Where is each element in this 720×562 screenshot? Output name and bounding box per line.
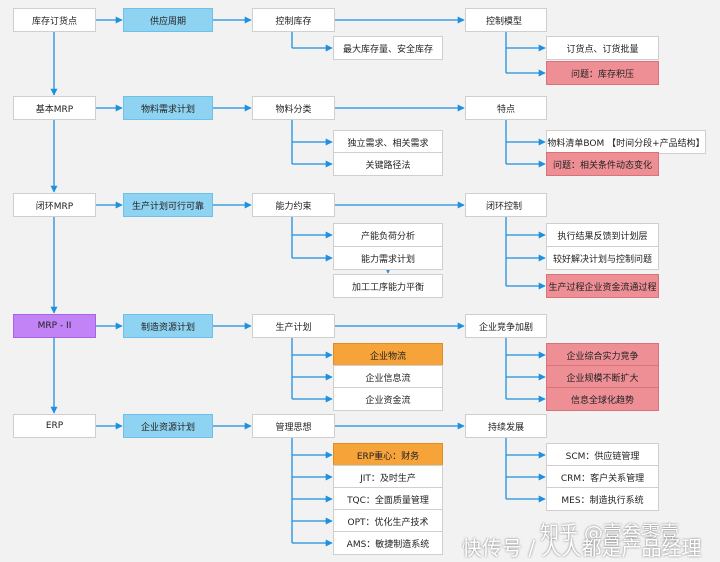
outcome-detail-crm: CRM：客户关系管理 xyxy=(546,465,659,489)
stage-outcome-competition: 企业竞争加剧 xyxy=(465,314,547,338)
outcome-detail-problem-overstock: 问题：库存积压 xyxy=(546,61,659,85)
outcome-detail-plan-control: 较好解决计划与控制问题 xyxy=(546,246,659,270)
focus-detail-critical-path: 关键路径法 xyxy=(333,152,443,176)
focus-detail-logistics: 企业物流 xyxy=(333,343,443,367)
stage-outcome-closed-loop-control: 闭环控制 xyxy=(465,193,547,217)
focus-detail-tqc: TQC：全面质量管理 xyxy=(333,487,443,511)
stage-box-closed-loop-mrp: 闭环MRP xyxy=(13,193,96,217)
stage-focus-capacity-constraint: 能力约束 xyxy=(252,193,335,217)
focus-detail-information-flow: 企业信息流 xyxy=(333,365,443,389)
stage-box-mrp-ii: MRP - II xyxy=(13,314,96,338)
outcome-detail-scale-growth: 企业规模不断扩大 xyxy=(546,365,659,389)
connector-group xyxy=(50,16,546,547)
focus-detail-opt: OPT：优化生产技术 xyxy=(333,509,443,533)
watermark-source: 快传号 / 人人都是产品经理 xyxy=(462,536,702,560)
stage-concept-supply-cycle: 供应周期 xyxy=(123,8,213,32)
stage-box-erp: ERP xyxy=(13,414,96,438)
stage-outcome-sustainable: 持续发展 xyxy=(465,414,547,438)
outcome-detail-mes: MES：制造执行系统 xyxy=(546,487,659,511)
focus-detail-independent-dependent: 独立需求、相关需求 xyxy=(333,130,443,154)
stage-outcome-features: 特点 xyxy=(465,96,547,120)
stage-focus-material-classification: 物料分类 xyxy=(252,96,335,120)
outcome-detail-feedback: 执行结果反馈到计划层 xyxy=(546,223,659,247)
outcome-detail-problem-dynamic: 问题：相关条件动态变化 xyxy=(546,152,659,176)
stage-concept-manufacturing-resources: 制造资源计划 xyxy=(123,314,213,338)
outcome-detail-globalization: 信息全球化趋势 xyxy=(546,387,659,411)
focus-detail-load-analysis: 产能负荷分析 xyxy=(333,223,443,247)
stage-focus-production-plan: 生产计划 xyxy=(252,314,335,338)
focus-detail-ams: AMS：敏捷制造系统 xyxy=(333,531,443,555)
focus-detail-capacity-plan: 能力需求计划 xyxy=(333,246,443,270)
outcome-detail-bom: 物料清单BOM 【时间分段+产品结构】 xyxy=(546,130,706,154)
focus-detail-jit: JIT：及时生产 xyxy=(333,465,443,489)
stage-concept-enterprise-resources: 企业资源计划 xyxy=(123,414,213,438)
stage-focus-inventory-control: 控制库存 xyxy=(252,8,335,32)
stage-concept-feasible-plan: 生产计划可行可靠 xyxy=(123,193,213,217)
outcome-detail-capital-flow: 生产过程企业资金流通过程 xyxy=(546,274,659,298)
stage-box-reorder-point: 库存订货点 xyxy=(13,8,96,32)
focus-detail-process-balance: 加工工序能力平衡 xyxy=(333,274,443,298)
stage-focus-management-thinking: 管理思想 xyxy=(252,414,335,438)
stage-outcome-control-model: 控制模型 xyxy=(465,8,547,32)
focus-detail-capital-flow: 企业资金流 xyxy=(333,387,443,411)
outcome-detail-overall-strength: 企业综合实力竞争 xyxy=(546,343,659,367)
stage-concept-material-requirements: 物料需求计划 xyxy=(123,96,213,120)
focus-detail-erp-finance: ERP重心：财务 xyxy=(333,443,443,467)
outcome-detail-reorder-batch: 订货点、订货批量 xyxy=(546,36,659,60)
watermark-zhihu: 知乎 @壹叁零壹 xyxy=(540,522,680,544)
stage-box-basic-mrp: 基本MRP xyxy=(13,96,96,120)
outcome-detail-scm: SCM：供应链管理 xyxy=(546,443,659,467)
focus-detail-max-safety-stock: 最大库存量、安全库存 xyxy=(333,36,443,60)
